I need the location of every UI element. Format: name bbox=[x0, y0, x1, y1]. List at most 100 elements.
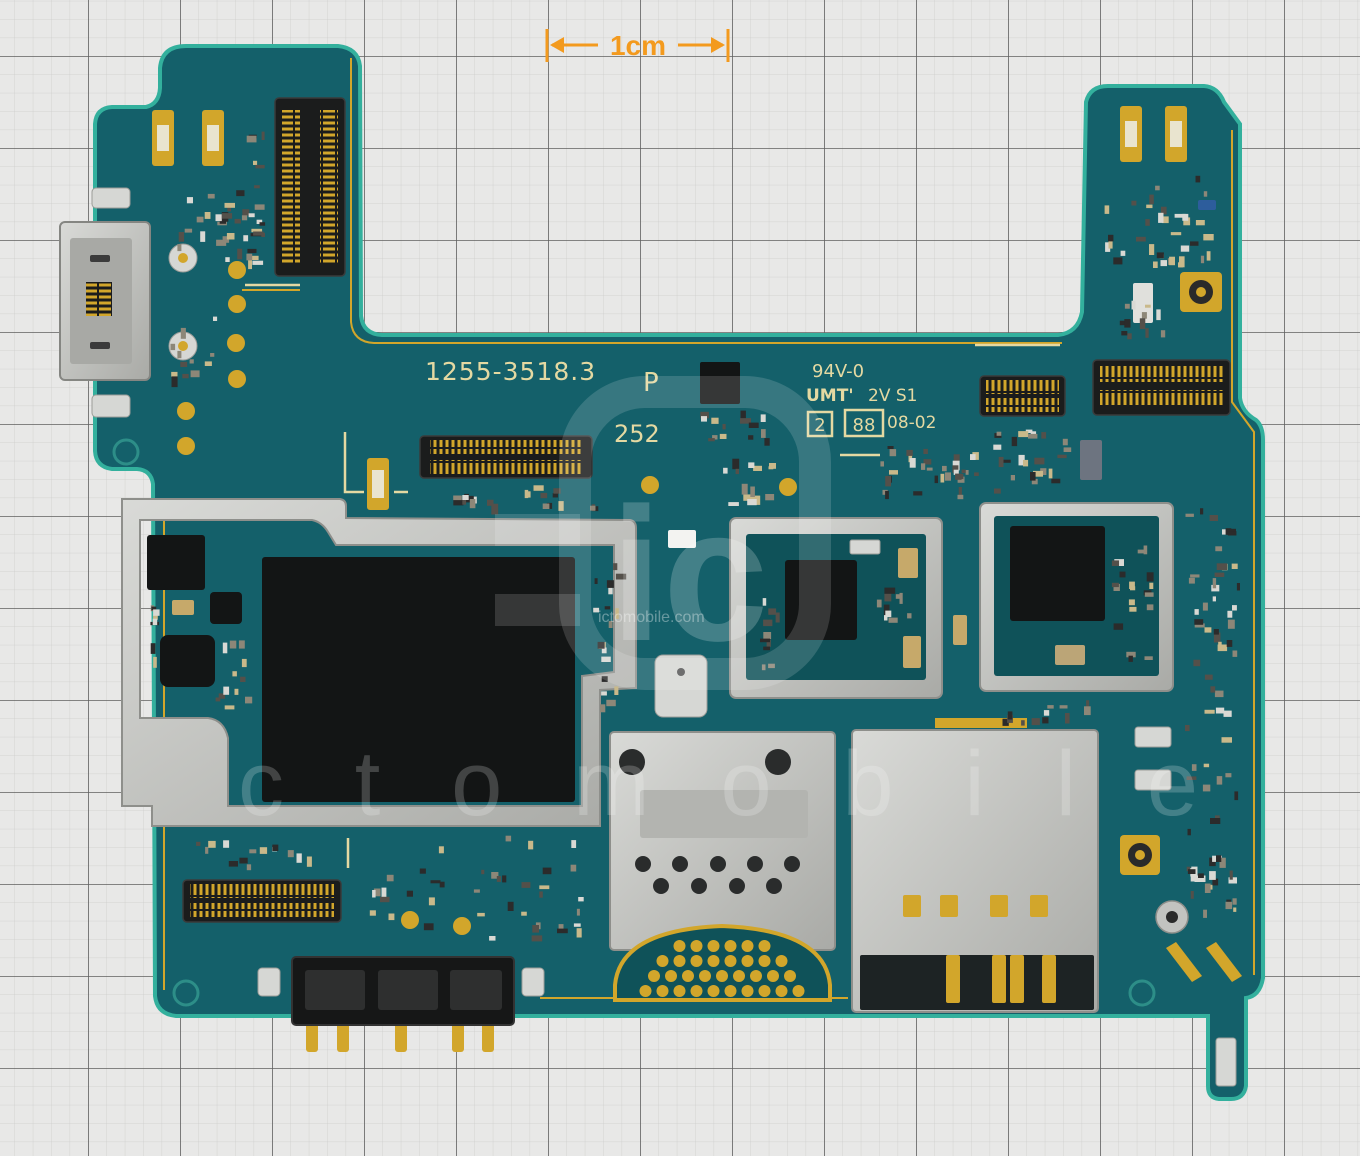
sim-contact-pad bbox=[903, 895, 921, 917]
sim-pin bbox=[946, 955, 960, 1003]
smd-component bbox=[532, 925, 539, 933]
memory-card-contact-hole bbox=[747, 856, 763, 872]
circuit-board: 1255-3518.3 P 252 94V-0 UMT' 2V S1 2 88 … bbox=[59, 44, 1265, 1101]
contact-dot bbox=[707, 955, 720, 967]
smd-component bbox=[1156, 252, 1164, 259]
manufacturer-code: 2V S1 bbox=[868, 386, 917, 406]
antenna-connector-pin bbox=[1135, 850, 1145, 860]
trace-right bbox=[1231, 130, 1255, 975]
antenna-strip bbox=[1166, 942, 1202, 982]
smd-component bbox=[190, 370, 200, 378]
memory-card-contact-hole bbox=[784, 856, 800, 872]
smd-component bbox=[1144, 592, 1154, 597]
contact-dot bbox=[724, 955, 737, 967]
test-pad bbox=[227, 334, 245, 352]
rf-shield-right bbox=[979, 502, 1174, 692]
battery-connector bbox=[257, 956, 545, 1052]
smd-component bbox=[252, 255, 259, 260]
smd-component bbox=[1187, 869, 1196, 874]
smd-component bbox=[453, 495, 462, 501]
smd-component bbox=[1111, 582, 1119, 588]
smd-component bbox=[171, 371, 178, 377]
tantalum-capacitor bbox=[903, 636, 921, 668]
smd-component bbox=[768, 663, 775, 669]
rf-shield-center bbox=[729, 517, 943, 699]
smd-component bbox=[1193, 659, 1201, 667]
smd-component bbox=[1234, 791, 1239, 801]
smd-component bbox=[723, 467, 728, 474]
usb-slot-bottom bbox=[90, 342, 110, 349]
smd-component bbox=[907, 613, 912, 619]
tantalum-capacitor bbox=[898, 548, 918, 578]
smd-component bbox=[1214, 690, 1224, 698]
smd-component bbox=[533, 485, 544, 491]
smd-component bbox=[552, 493, 558, 498]
smd-component bbox=[539, 885, 550, 890]
contact-dot bbox=[750, 970, 762, 982]
smd-component bbox=[177, 350, 182, 359]
smd-component bbox=[1233, 907, 1237, 912]
smd-component bbox=[430, 880, 441, 884]
smd-component bbox=[1145, 304, 1151, 308]
smd-component bbox=[601, 676, 608, 682]
smd-component bbox=[386, 874, 394, 882]
smd-component bbox=[1149, 194, 1154, 205]
test-pads bbox=[112, 243, 1156, 1007]
smd-component bbox=[215, 697, 221, 702]
contact-dot bbox=[741, 955, 754, 967]
crystal bbox=[1055, 645, 1085, 665]
smd-component bbox=[750, 486, 755, 497]
smd-component bbox=[226, 233, 235, 240]
smd-component bbox=[558, 924, 564, 933]
connector-pins bbox=[282, 110, 300, 265]
smd-component bbox=[1113, 257, 1123, 265]
smd-component bbox=[1202, 784, 1211, 792]
memory-card-contact-hole bbox=[635, 856, 651, 872]
smd-component bbox=[955, 473, 962, 480]
mounting-hole bbox=[172, 979, 200, 1007]
smd-components bbox=[150, 131, 1240, 942]
pmic-chip bbox=[147, 535, 205, 590]
contact-dot bbox=[656, 985, 669, 997]
smd-component bbox=[768, 608, 777, 615]
watermark-logo-prongs bbox=[495, 514, 580, 626]
connector-bottom-left bbox=[182, 879, 342, 923]
smd-component bbox=[1185, 725, 1190, 732]
smd-component bbox=[1130, 586, 1136, 591]
code-box-2-text: 88 bbox=[853, 415, 876, 436]
smd-component bbox=[940, 473, 945, 483]
smd-component bbox=[884, 587, 896, 594]
contact-dot bbox=[767, 970, 779, 982]
silkscreen-text: 1255-3518.3 P 252 94V-0 UMT' 2V S1 2 88 … bbox=[425, 357, 936, 448]
smd-component bbox=[1200, 255, 1205, 264]
watermark-logo: ic bbox=[610, 469, 768, 681]
smd-component bbox=[1194, 609, 1199, 615]
smd-component bbox=[153, 656, 157, 668]
smd-component bbox=[944, 472, 951, 481]
smd-component bbox=[373, 888, 381, 897]
smd-component bbox=[1236, 583, 1240, 591]
smd-component bbox=[1149, 582, 1154, 589]
smd-component bbox=[210, 353, 215, 357]
smd-component bbox=[381, 887, 387, 899]
test-pad bbox=[401, 911, 419, 929]
antenna-strip bbox=[1206, 942, 1242, 982]
smd-component bbox=[1002, 718, 1009, 726]
test-pad bbox=[641, 476, 659, 494]
smd-component bbox=[909, 458, 916, 468]
smd-component bbox=[243, 235, 249, 242]
memory-card-contact-hole bbox=[710, 856, 726, 872]
smd-component bbox=[1217, 644, 1228, 652]
contact-dot bbox=[656, 955, 669, 967]
smd-component bbox=[1202, 602, 1208, 611]
connector-pins bbox=[320, 110, 338, 265]
smd-component bbox=[531, 935, 543, 942]
connector-pins bbox=[430, 460, 582, 474]
smd-component bbox=[238, 640, 245, 649]
revision-letter: P bbox=[643, 368, 659, 398]
smd-component bbox=[1183, 217, 1191, 226]
smd-component bbox=[1204, 883, 1211, 893]
coax-test-point-center bbox=[178, 253, 188, 263]
smd-component bbox=[372, 890, 376, 898]
